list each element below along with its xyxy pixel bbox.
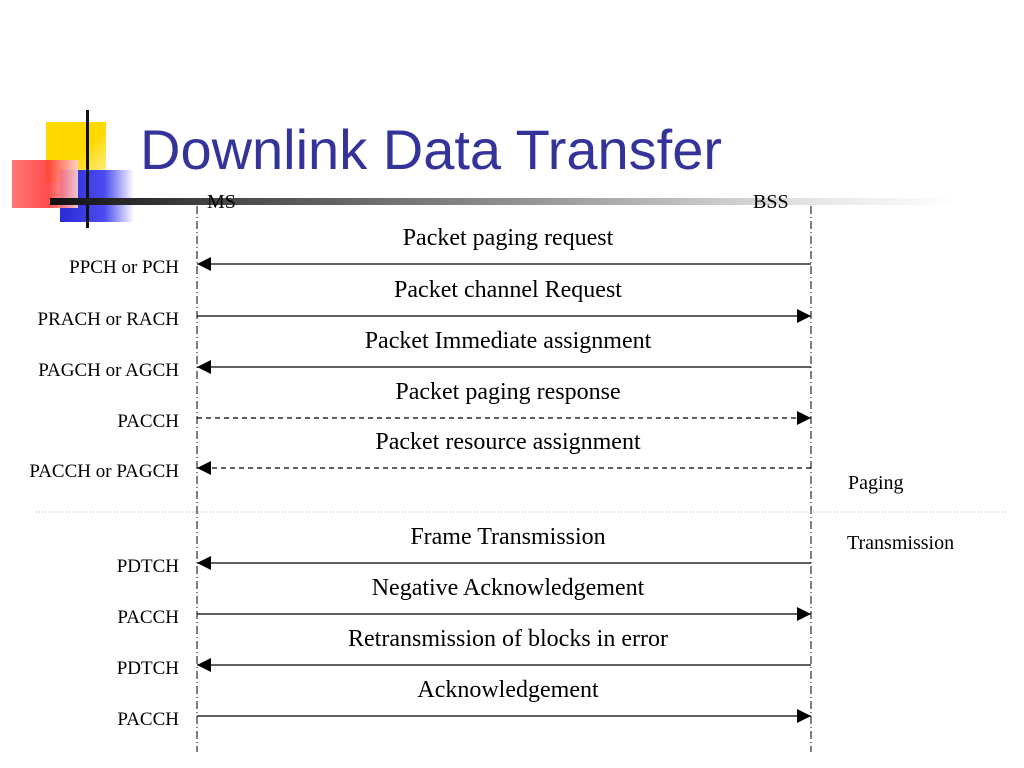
message-label: Packet channel Request (394, 277, 622, 303)
logo-vertical-line (86, 110, 89, 228)
channel-label: PACCH or PAGCH (29, 461, 179, 482)
message-label: Frame Transmission (410, 524, 606, 550)
message-label: Retransmission of blocks in error (348, 626, 668, 652)
bss-entity-label: BSS (753, 191, 789, 213)
message-arrows (197, 257, 811, 723)
message-label: Packet paging response (395, 379, 621, 405)
channel-label: PACCH (117, 411, 179, 432)
message-label: Packet Immediate assignment (364, 328, 652, 354)
channel-label: PAGCH or AGCH (38, 360, 179, 381)
channel-label: PPCH or PCH (69, 257, 179, 278)
channel-label: PACCH (117, 709, 179, 730)
ms-entity-label: MS (207, 191, 236, 213)
phase-label-paging: Paging (848, 472, 904, 494)
message-label: Packet resource assignment (375, 429, 641, 455)
channel-label: PDTCH (116, 556, 179, 577)
slide-title: Downlink Data Transfer (140, 118, 723, 181)
channel-label: PRACH or RACH (37, 309, 179, 330)
channel-label: PDTCH (116, 658, 179, 679)
channel-label: PACCH (117, 607, 179, 628)
title-underline-rule (50, 198, 960, 205)
phase-label-transmission: Transmission (847, 532, 955, 554)
message-label: Acknowledgement (417, 677, 599, 703)
message-label: Packet paging request (402, 225, 614, 251)
message-label: Negative Acknowledgement (371, 575, 645, 601)
